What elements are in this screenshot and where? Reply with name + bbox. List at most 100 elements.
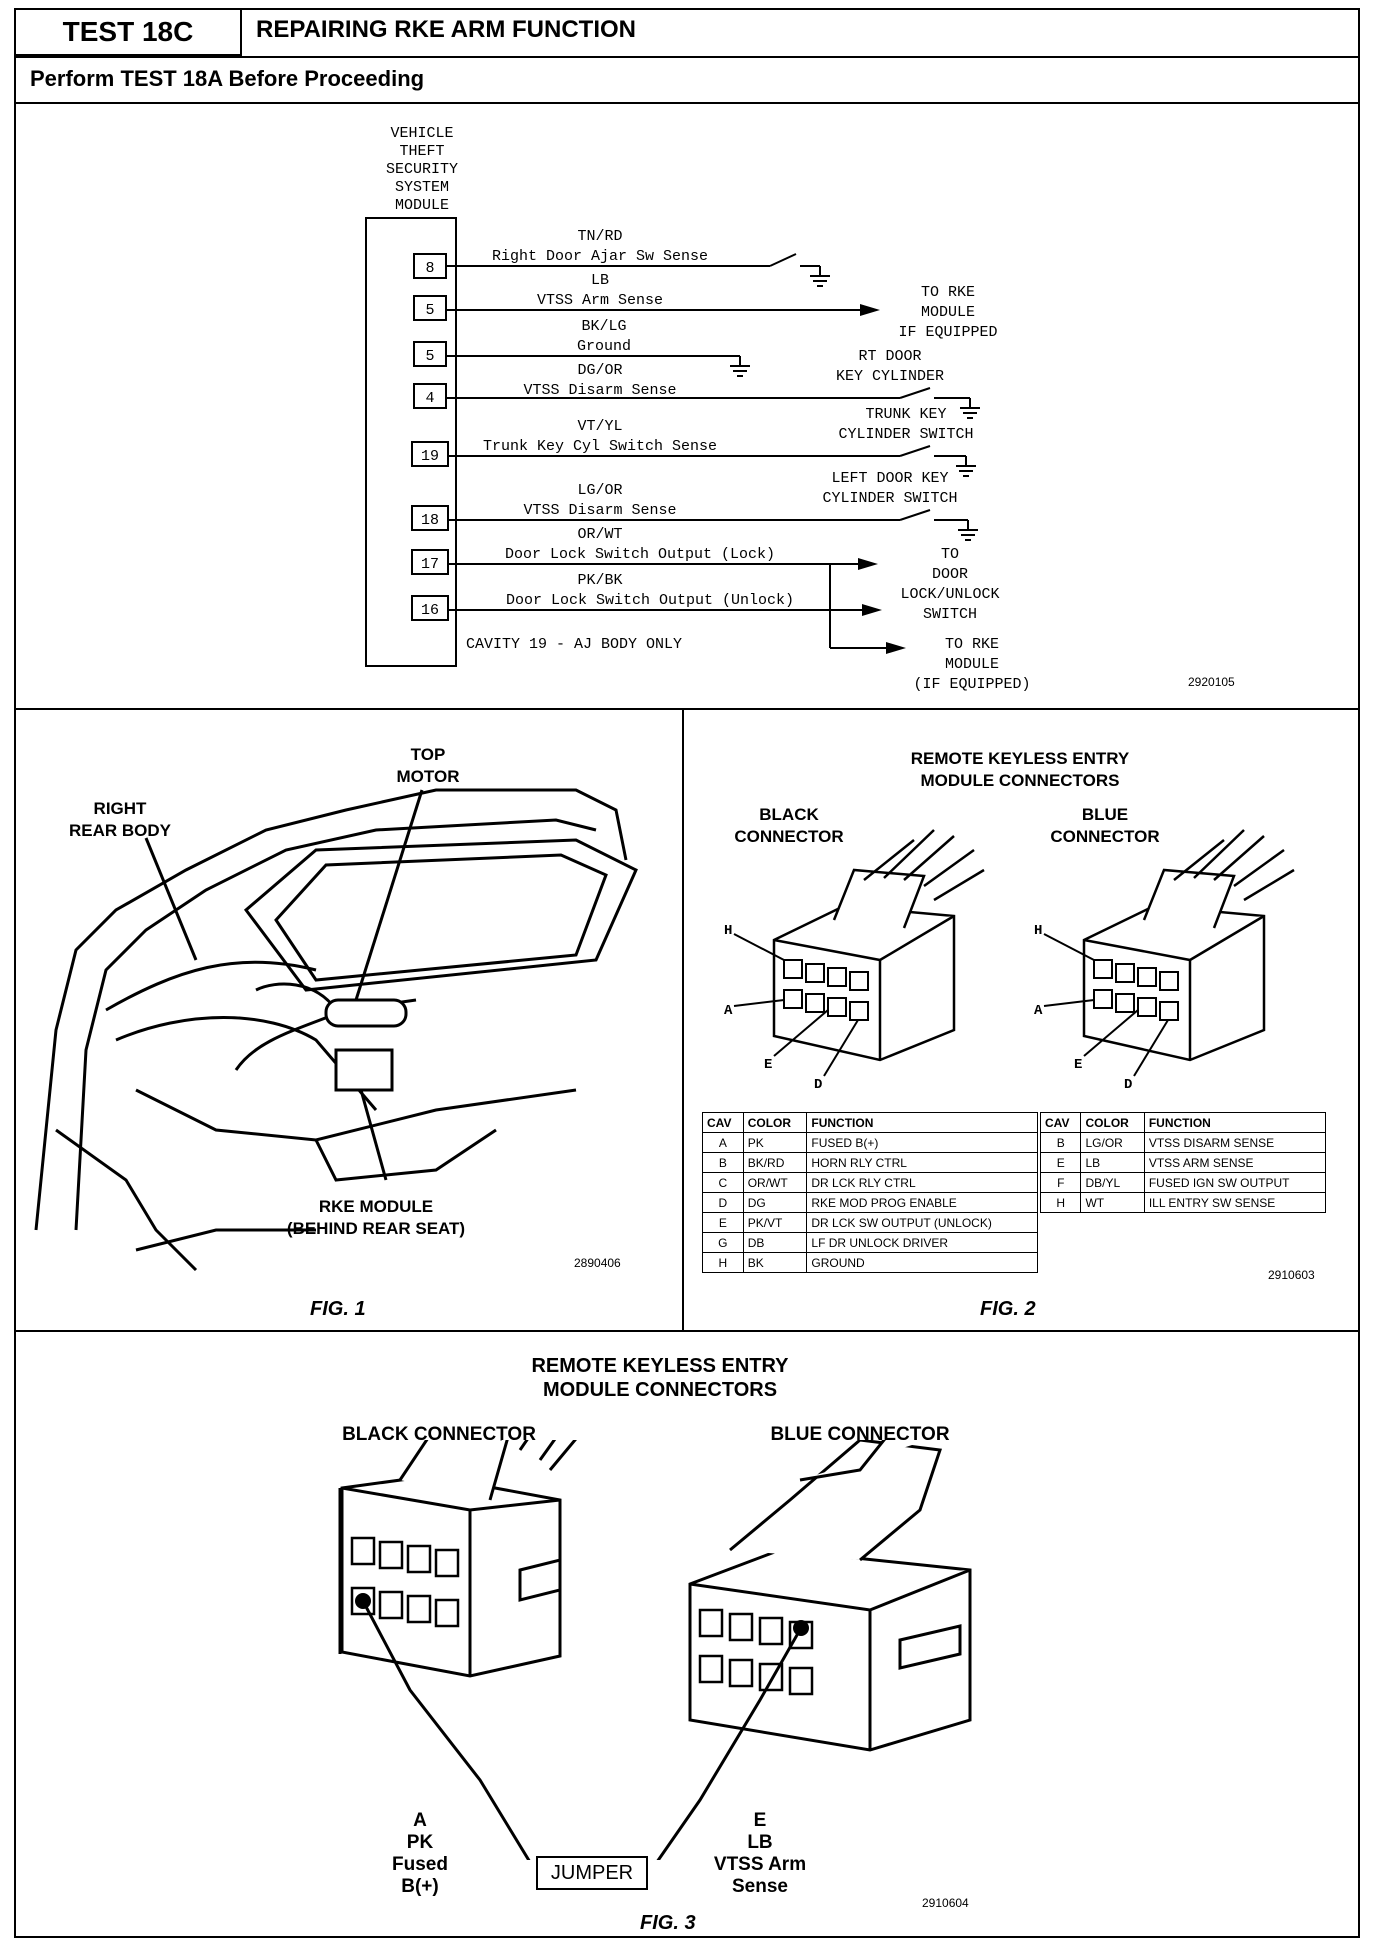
arrow-head — [862, 604, 882, 616]
label-line: MODULE CONNECTORS — [920, 771, 1120, 790]
cell: OR/WT — [742, 1172, 808, 1193]
label-line: (BEHIND REAR SEAT) — [286, 1219, 466, 1238]
cavity-box — [413, 295, 447, 321]
label-line: MODULE CONNECTORS — [542, 1379, 778, 1401]
ground-symbol — [960, 407, 980, 419]
cell: H — [702, 1252, 744, 1273]
pin-label: D — [1124, 1077, 1132, 1090]
rke-module-shape — [334, 1048, 394, 1092]
cavity-number: 18 — [421, 512, 439, 529]
wire-function: VTSS Disarm Sense — [523, 502, 676, 519]
leader-line — [359, 1089, 388, 1181]
ground-symbol — [810, 275, 830, 287]
cavity-box — [413, 253, 447, 279]
test-id: TEST 18C — [14, 8, 242, 56]
cell: E — [1039, 1152, 1082, 1173]
ground-symbol — [958, 529, 978, 541]
label-line: REAR BODY — [68, 821, 171, 840]
switch-symbol — [899, 445, 931, 457]
cell: H — [1039, 1192, 1082, 1213]
fig2-title: REMOTE KEYLESS ENTRY MODULE CONNECTORS — [820, 748, 1220, 792]
cavity-box — [413, 383, 447, 409]
cavity-note: CAVITY 19 - AJ BODY ONLY — [466, 636, 682, 653]
pin-cavities — [1093, 959, 1179, 1021]
pin-label: E — [764, 1057, 772, 1073]
fig2-connectors: H A E D H A E D — [724, 829, 1295, 1090]
label-line: LB — [747, 1832, 773, 1853]
right-rear-body-label: RIGHT REAR BODY — [50, 798, 190, 842]
switch-label: CYLINDER SWITCH — [822, 490, 957, 507]
cell: DR LCK SW OUTPUT (UNLOCK) — [806, 1212, 1038, 1233]
header-divider — [14, 56, 1360, 58]
cell: B — [1039, 1132, 1082, 1153]
cavity-box — [411, 549, 449, 575]
ground-symbol — [730, 365, 750, 377]
pin-a-label: A PK Fused B(+) — [380, 1810, 460, 1898]
fig3-connectors — [338, 1440, 972, 1860]
pin-cavities — [783, 959, 869, 1021]
pin-label: H — [1034, 923, 1042, 939]
cell: FUSED IGN SW OUTPUT — [1143, 1172, 1327, 1193]
arrow-head — [858, 558, 878, 570]
black-connector-label: BLACK CONNECTOR — [714, 804, 864, 848]
jumper-wire — [656, 1627, 803, 1860]
label-line: MOTOR — [396, 767, 460, 786]
cell: BK — [742, 1252, 808, 1273]
label-line: CONNECTOR — [734, 827, 844, 846]
subtitle-divider — [14, 102, 1360, 104]
label-line: Sense — [732, 1876, 788, 1897]
wire-color: VT/YL — [577, 418, 622, 435]
pin-label: A — [724, 1003, 733, 1019]
figure-code: 2920105 — [1188, 675, 1235, 689]
blue-connector-shape — [688, 1440, 972, 1752]
dest-label: TO RKE — [945, 636, 999, 653]
wire-function: VTSS Arm Sense — [537, 292, 663, 309]
figure-caption: FIG. 2 — [980, 1298, 1036, 1320]
section-divider-1 — [14, 708, 1360, 710]
cell: RKE MOD PROG ENABLE — [806, 1192, 1038, 1213]
cell: WT — [1080, 1192, 1145, 1213]
arrow-head — [860, 304, 880, 316]
wire-function: Trunk Key Cyl Switch Sense — [483, 438, 717, 455]
cavity-number: 16 — [421, 602, 439, 619]
wire-color: TN/RD — [577, 228, 622, 245]
label-line: VTSS Arm — [713, 1854, 807, 1875]
cavity-number: 5 — [425, 302, 434, 319]
wire-color: BK/LG — [581, 318, 626, 335]
arrow-head — [886, 642, 906, 654]
wire-color: PK/BK — [577, 572, 622, 589]
cell: PK/VT — [742, 1212, 808, 1233]
cell: VTSS DISARM SENSE — [1143, 1132, 1327, 1153]
label-line: RIGHT — [93, 799, 147, 818]
dest-label: LOCK/UNLOCK — [900, 586, 999, 603]
cavity-number: 8 — [425, 260, 434, 277]
switch-symbol — [899, 509, 931, 521]
cell: DR LCK RLY CTRL — [806, 1172, 1038, 1193]
dest-label: SWITCH — [923, 606, 977, 623]
label-line: BLACK — [759, 805, 819, 824]
blue-connector-shape — [1082, 829, 1295, 1062]
wire-color: LG/OR — [577, 482, 622, 499]
vehicle-illustration — [34, 788, 638, 1272]
module-label-line: MODULE — [395, 197, 449, 214]
rke-module-label: RKE MODULE (BEHIND REAR SEAT) — [256, 1196, 496, 1240]
cavity-box — [411, 505, 449, 531]
cell: DG — [742, 1192, 808, 1213]
page-subtitle: Perform TEST 18A Before Proceeding — [30, 66, 425, 91]
module-label-line: THEFT — [399, 143, 444, 160]
fig-divider — [682, 708, 684, 1330]
figure-code: 2910603 — [1268, 1268, 1315, 1282]
header-color: COLOR — [742, 1112, 808, 1133]
vtss-module-box — [365, 217, 457, 667]
cell: ILL ENTRY SW SENSE — [1143, 1192, 1327, 1213]
module-label-line: VEHICLE — [390, 125, 453, 142]
cell: BK/RD — [742, 1152, 808, 1173]
cell: LF DR UNLOCK DRIVER — [806, 1232, 1038, 1253]
cavity-box — [411, 595, 449, 621]
